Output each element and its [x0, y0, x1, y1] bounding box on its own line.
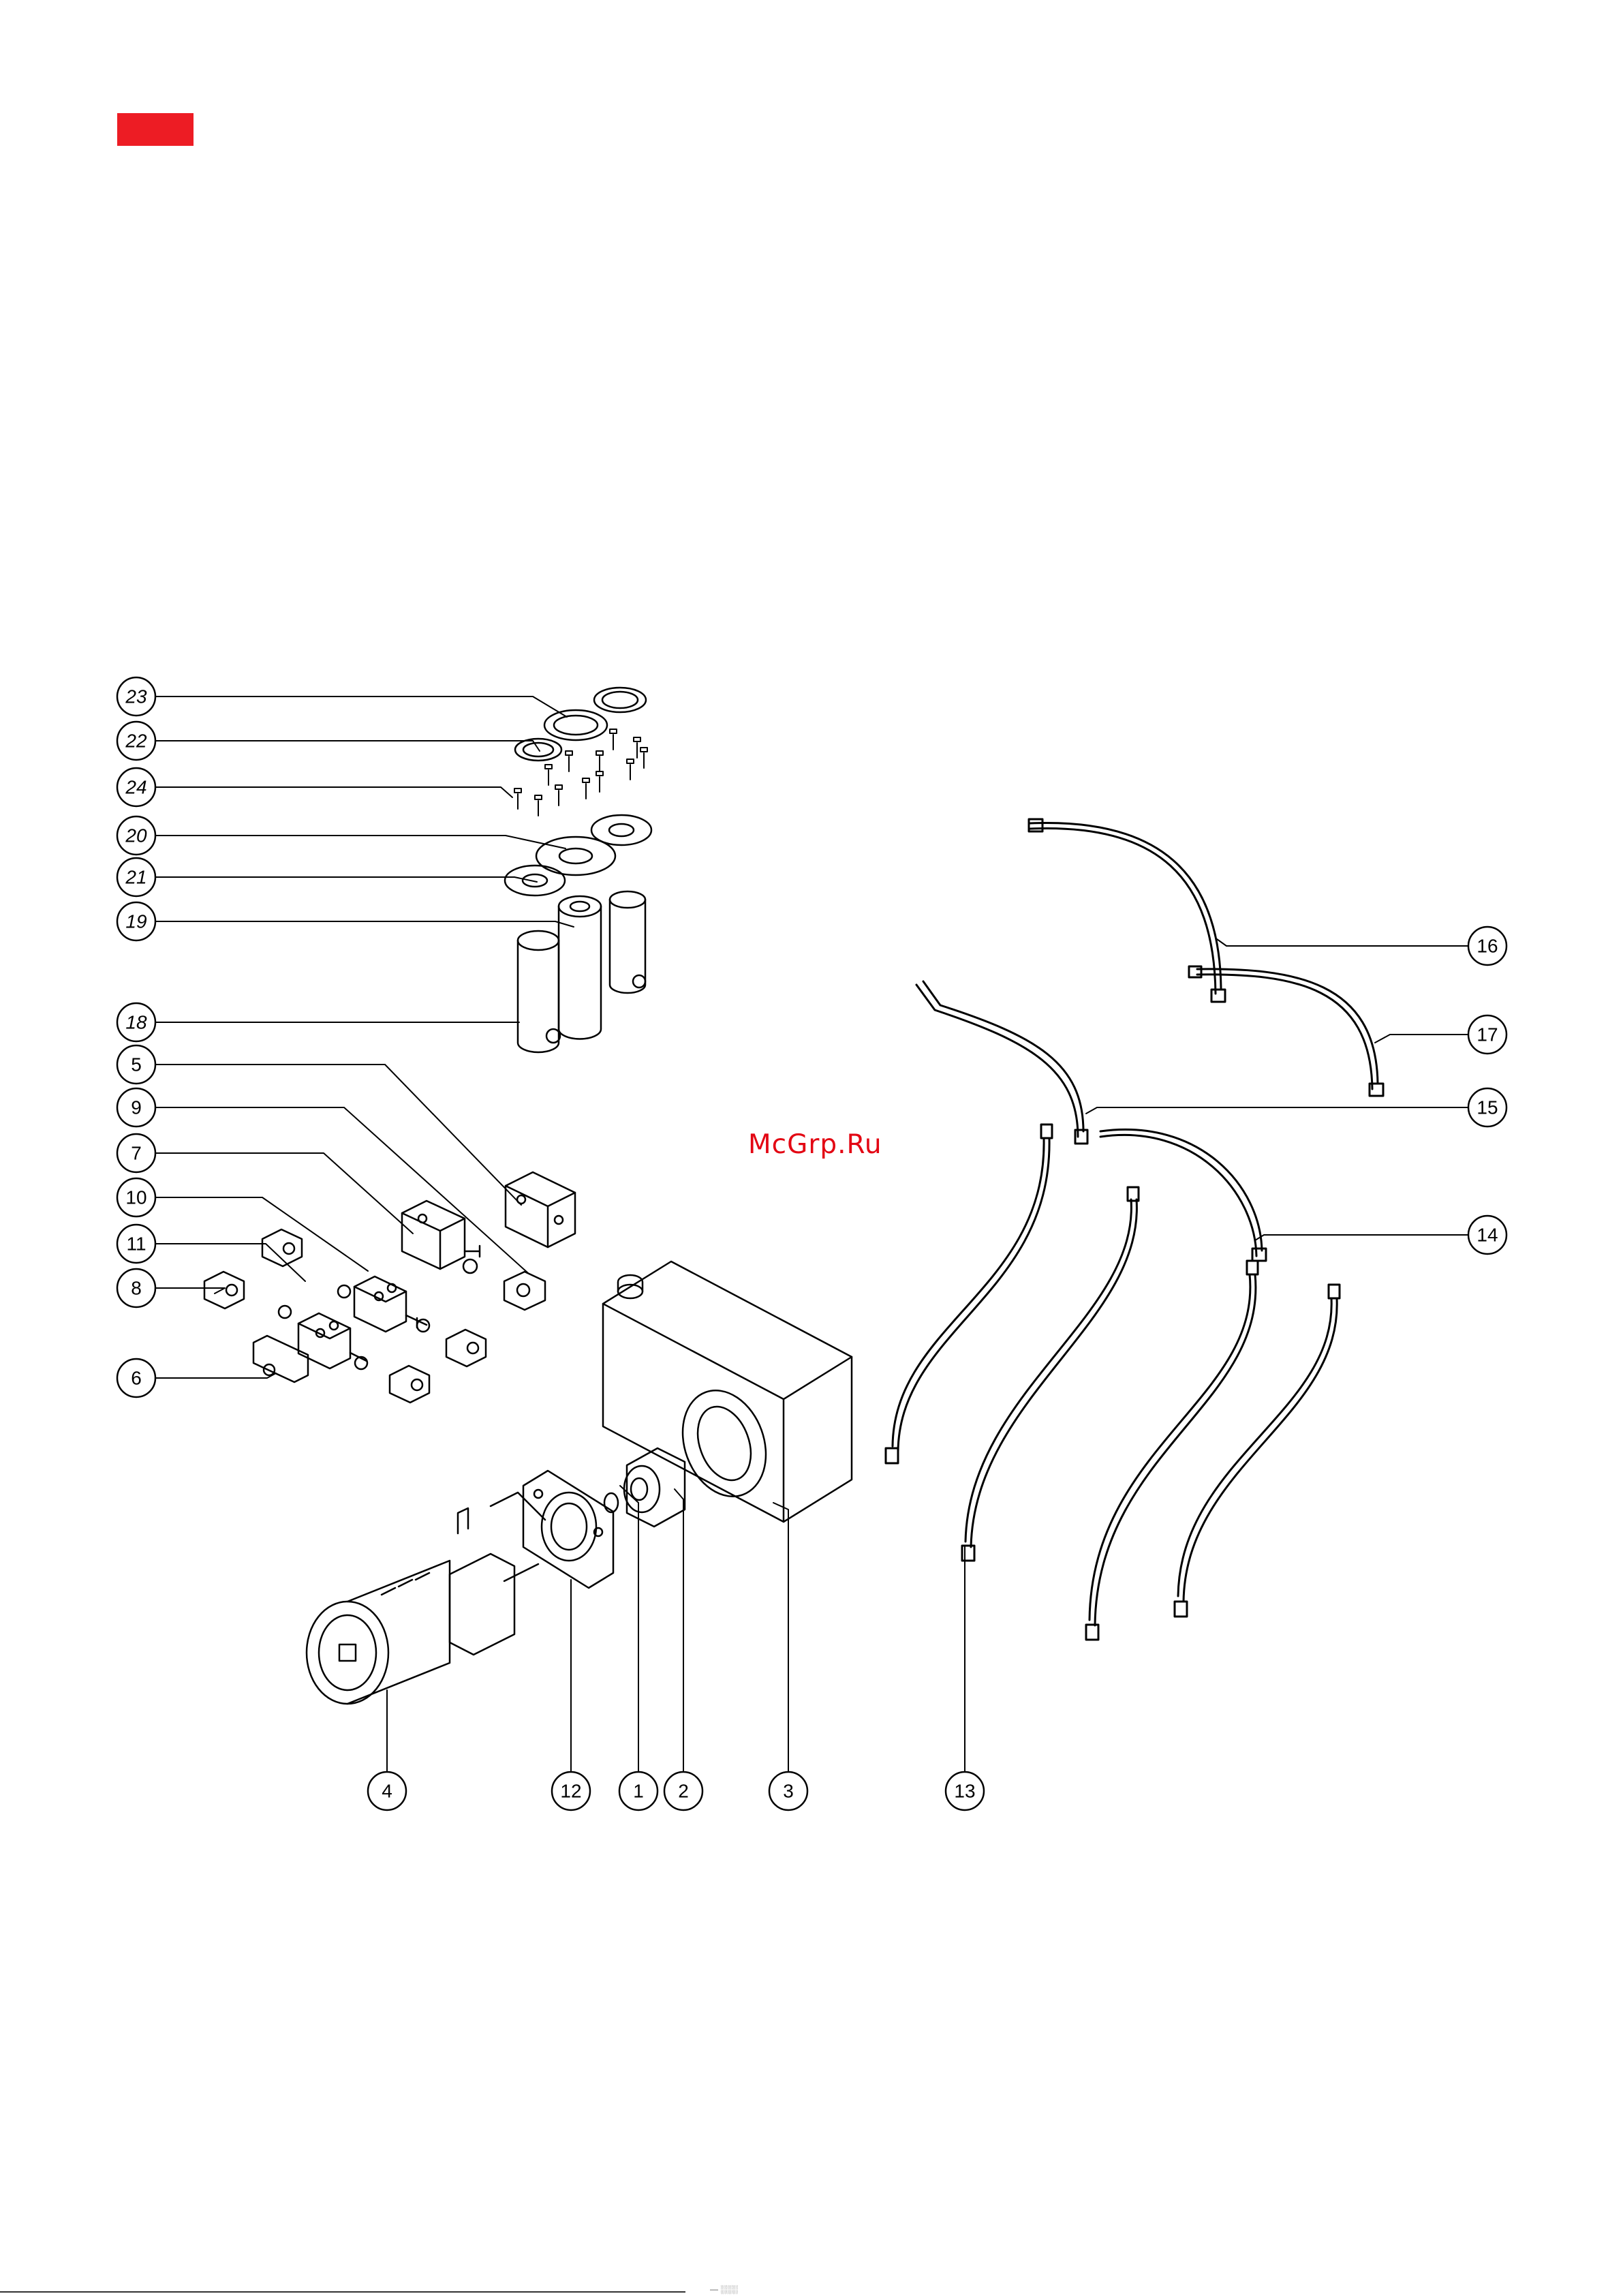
- callout-11: 11: [126, 1234, 146, 1255]
- callout-17: 17: [1477, 1024, 1498, 1045]
- solenoid-coil-9: [504, 1272, 545, 1310]
- leader-lines-left: [155, 697, 574, 1378]
- tank: [603, 1261, 852, 1522]
- accumulators: [518, 891, 645, 1052]
- rings-and-flanges: [505, 688, 651, 896]
- callout-4: 4: [382, 1781, 392, 1802]
- callout-20: 20: [125, 825, 147, 846]
- leader-lines-right: [1086, 939, 1468, 1240]
- callout-22: 22: [125, 731, 147, 752]
- callout-18: 18: [125, 1012, 147, 1033]
- callout-1: 1: [633, 1781, 644, 1802]
- callout-21: 21: [125, 867, 146, 888]
- callout-circles: [117, 677, 1506, 1810]
- callout-9: 9: [131, 1097, 142, 1118]
- electric-motor: [307, 1493, 545, 1704]
- footer-divider: [0, 2291, 685, 2293]
- callout-8: 8: [131, 1278, 142, 1299]
- callout-7: 7: [131, 1143, 142, 1164]
- callout-12: 12: [560, 1781, 581, 1802]
- callout-23: 23: [125, 686, 147, 707]
- callout-15: 15: [1477, 1097, 1498, 1118]
- callout-6: 6: [131, 1368, 142, 1389]
- callout-13: 13: [954, 1781, 975, 1802]
- callout-16: 16: [1477, 936, 1498, 957]
- cover-plate-6: [253, 1336, 308, 1382]
- valve-10: [338, 1276, 429, 1332]
- watermark-text: McGrp.Ru: [748, 1129, 882, 1160]
- gear-pump: [604, 1448, 685, 1527]
- callout-19: 19: [125, 911, 146, 932]
- callout-24: 24: [125, 777, 146, 798]
- hoses: [886, 819, 1383, 1640]
- valve-7: [402, 1201, 480, 1273]
- callout-3: 3: [783, 1781, 794, 1802]
- leader-lines-bottom: [387, 1486, 965, 1772]
- callout-5: 5: [131, 1054, 142, 1075]
- callout-2: 2: [678, 1781, 689, 1802]
- footer-text: — ░░░: [710, 2284, 738, 2294]
- callout-10: 10: [125, 1187, 146, 1208]
- bell-housing-12: [523, 1471, 613, 1588]
- callout-14: 14: [1477, 1225, 1498, 1246]
- valve-block: [506, 1172, 575, 1247]
- callout-labels: 23 22 24 20 21 19 18 5 9 7 10 11 8 6 16 …: [125, 686, 1498, 1802]
